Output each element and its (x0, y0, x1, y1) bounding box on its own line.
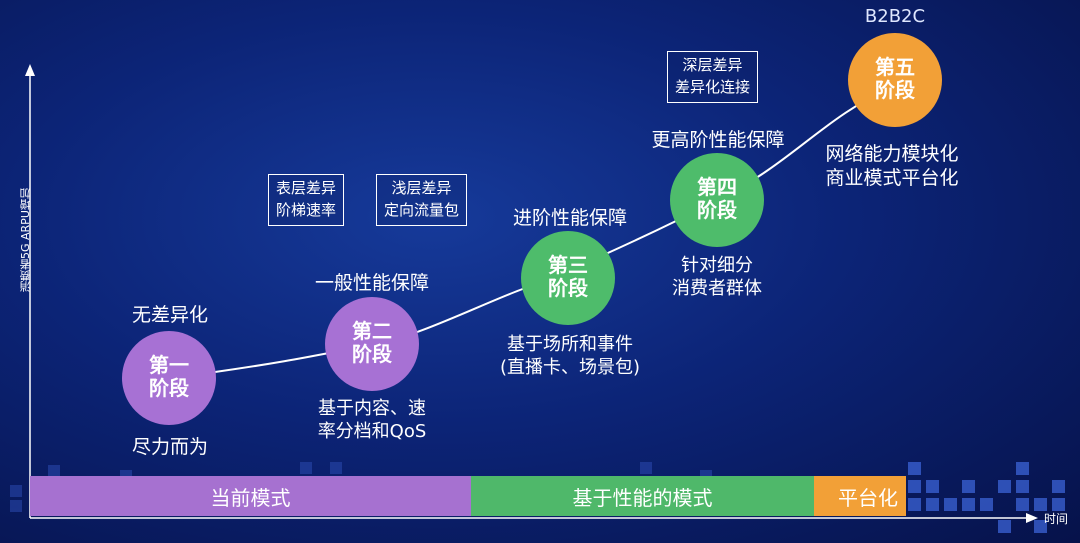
band-performance-mode: 基于性能的模式 (471, 476, 814, 516)
tag-box-shallow-difference: 浅层差异定向流量包 (376, 174, 468, 226)
stage-5-name: 第五阶段 (875, 55, 915, 102)
stage-2-below-label: 基于内容、速率分档和QoS (317, 398, 427, 442)
stage-4-circle (670, 153, 764, 247)
stage-3-above-label: 进阶性能保障 (512, 207, 627, 229)
stage-3-name: 第三阶段 (548, 253, 588, 300)
y-axis-arrow-icon (25, 64, 35, 76)
stage-4-below-label: 针对细分消费者群体 (672, 255, 762, 299)
stage-2-above-label: 一般性能保障 (314, 272, 429, 294)
band-platform-mode: 平台化 (814, 476, 906, 516)
stage-5-below-label: 网络能力模块化商业模式平台化 (825, 143, 959, 189)
stage-2-name: 第二阶段 (352, 319, 392, 366)
stage-1-name: 第一阶段 (149, 353, 189, 400)
stage-5-above-label: B2B2C (864, 6, 926, 27)
stage-1-below-label: 尽力而为 (131, 436, 208, 458)
stage-3-below-label: 基于场所和事件(直播卡、场景包) (499, 334, 641, 378)
stage-2-circle (325, 297, 419, 391)
tag-box-deep-difference: 深层差异差异化连接 (667, 51, 759, 103)
stage-4-above-label: 更高阶性能保障 (651, 129, 785, 151)
y-axis-label: 消费者5G ARPU增加 (19, 188, 32, 292)
stage-1-above-label: 无差异化 (131, 304, 208, 326)
x-axis-label: 时间 (1044, 512, 1069, 526)
band-current-mode: 当前模式 (30, 476, 471, 516)
stage-4-name: 第四阶段 (697, 175, 737, 222)
stage-1-circle (122, 331, 216, 425)
stage-5-circle (848, 33, 942, 127)
stage-3-circle (521, 231, 615, 325)
tag-box-surface-difference: 表层差异阶梯速率 (268, 174, 345, 226)
x-axis-arrow-icon (1026, 513, 1038, 523)
